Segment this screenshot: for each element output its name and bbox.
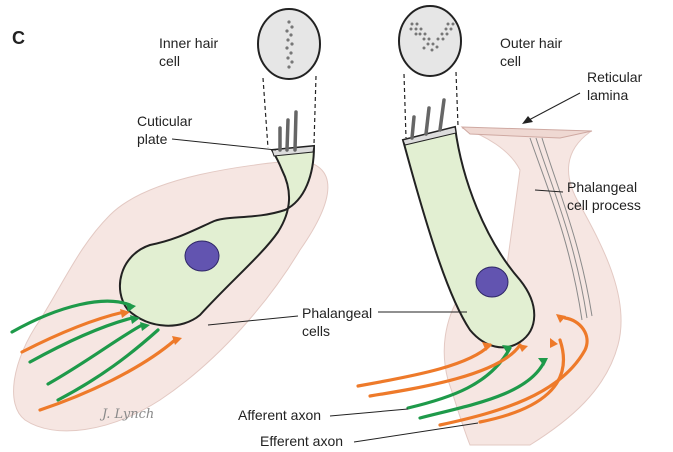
outer-cell-nucleus xyxy=(476,267,508,297)
label-afferent-axon: Afferent axon xyxy=(238,407,408,423)
outer-hair-cell-top-view xyxy=(399,6,461,76)
afferent-axon-leader xyxy=(330,409,408,416)
label-phalangeal-process-line1: Phalangeal xyxy=(567,179,637,195)
label-phalangeal-cells-line2: cells xyxy=(302,323,330,339)
label-outer-hair-cell-line2: cell xyxy=(500,53,521,69)
inner-cell-nucleus xyxy=(185,241,219,271)
panel-letter: C xyxy=(12,28,25,48)
inner-stereocilia xyxy=(280,112,296,150)
label-inner-hair-cell-line2: cell xyxy=(159,53,180,69)
label-outer-hair-cell-line1: Outer hair xyxy=(500,35,563,51)
label-cuticular-plate-line2: plate xyxy=(137,131,168,147)
label-phalangeal-cells-line1: Phalangeal xyxy=(302,305,372,321)
label-reticular-lamina-line2: lamina xyxy=(587,87,628,103)
inner-projection-lines xyxy=(263,76,316,148)
reticular-lamina-leader xyxy=(527,93,580,121)
reticular-lamina-arrowhead xyxy=(522,116,533,124)
label-inner-hair-cell-line1: Inner hair xyxy=(159,35,218,51)
label-efferent-axon-text: Efferent axon xyxy=(260,433,343,449)
label-outer-hair-cell: Outer hair cell xyxy=(500,35,563,69)
label-reticular-lamina-line1: Reticular xyxy=(587,69,643,85)
label-cuticular-plate-line1: Cuticular xyxy=(137,113,193,129)
label-cuticular-plate: Cuticular plate xyxy=(137,113,276,150)
label-phalangeal-process-line2: cell process xyxy=(567,197,641,213)
label-reticular-lamina: Reticular lamina xyxy=(522,69,643,124)
efferent-axon-leader xyxy=(354,423,478,442)
label-afferent-axon-text: Afferent axon xyxy=(238,407,321,423)
label-efferent-axon: Efferent axon xyxy=(260,423,478,449)
label-inner-hair-cell: Inner hair cell xyxy=(159,35,218,69)
artist-signature: J. Lynch xyxy=(99,407,154,422)
cuticular-plate-leader xyxy=(172,139,276,150)
